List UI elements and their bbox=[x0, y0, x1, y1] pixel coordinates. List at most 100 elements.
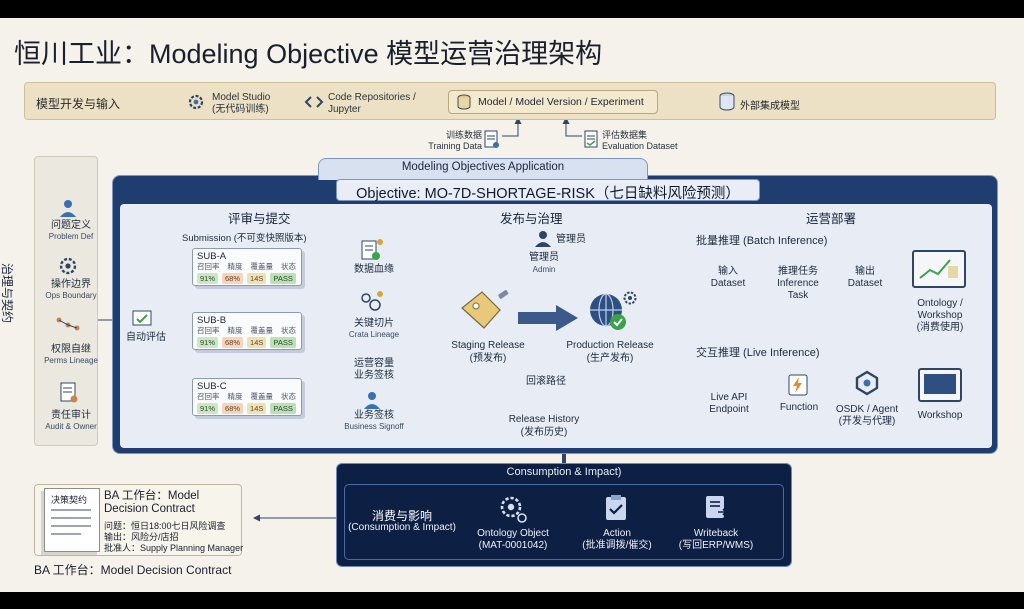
gear-small-icon bbox=[622, 290, 638, 306]
release-heading: 发布与治理 bbox=[500, 212, 563, 226]
settings-icon bbox=[58, 256, 78, 276]
status-badge: PASS bbox=[270, 337, 296, 348]
function-bolt-icon bbox=[788, 374, 808, 396]
col-count: 覆盖量 bbox=[250, 392, 274, 401]
precision-value: 68% bbox=[222, 403, 244, 414]
model-version-box[interactable] bbox=[448, 90, 658, 114]
submission-header: 召回率 精度 覆盖量 状态 bbox=[197, 391, 296, 402]
submission-card-b[interactable]: SUB-B 召回率 精度 覆盖量 状态 91% 68% 14S PASS bbox=[192, 312, 302, 350]
database-icon bbox=[456, 94, 472, 110]
consumption-writeback-sub: (写回ERP/WMS) bbox=[678, 540, 754, 551]
code-repos-label: Code Repositories / Jupyter bbox=[328, 92, 416, 116]
consumption-ontology-label: Ontology Object bbox=[477, 528, 549, 539]
production-cn-label: (生产发布) bbox=[586, 353, 634, 364]
ba-bottom-label: BA 工作台：Model Decision Contract bbox=[34, 563, 232, 577]
history-label: Release History bbox=[508, 414, 580, 425]
precision-value: 68% bbox=[222, 337, 244, 348]
batch-output-label: 输出 bbox=[855, 266, 875, 277]
model-version-label: Model / Model Version / Experiment bbox=[478, 96, 644, 108]
precision-value: 68% bbox=[222, 273, 244, 284]
training-data-en: Training Data bbox=[428, 141, 482, 151]
live-api: Live API Endpoint bbox=[700, 392, 758, 416]
review-heading: 评审与提交 bbox=[228, 212, 291, 226]
submission-card-a[interactable]: SUB-A 召回率 精度 覆盖量 状态 91% 68% 14S PASS bbox=[192, 248, 302, 286]
external-model-label: 外部集成模型 bbox=[740, 101, 800, 112]
staging-cn-label: (预发布) bbox=[469, 353, 507, 364]
side-item-ops-sub: Ops Boundary bbox=[45, 291, 97, 300]
ba-approver: 批准人：Supply Planning Manager bbox=[104, 543, 244, 553]
submission-name: SUB-B bbox=[197, 315, 227, 326]
admin-label: 管理员 bbox=[556, 234, 586, 245]
history-cn-label: (发布历史) bbox=[520, 427, 568, 438]
count-value: 14S bbox=[247, 403, 267, 414]
ontology-cn-label: (消费使用) bbox=[916, 322, 964, 333]
batch-task-en: Inference bbox=[777, 278, 819, 289]
col-recall: 召回率 bbox=[197, 262, 220, 271]
ontology-label: Ontology / bbox=[917, 298, 963, 309]
consumption-title: 消费与影响 (Consumption & Impact) bbox=[346, 510, 458, 534]
consumption-action: Action (批准调拨/催交) bbox=[576, 528, 658, 552]
auto-eval-label: 自动评估 bbox=[126, 332, 166, 343]
col-status: 状态 bbox=[281, 392, 296, 401]
globe-icon bbox=[586, 290, 630, 334]
admin-cn-label: 管理员 bbox=[529, 252, 559, 263]
consumption-writeback: Writeback (写回ERP/WMS) bbox=[674, 528, 758, 552]
external-model-icon bbox=[718, 92, 736, 112]
side-item-ops: 操作边界 Ops Boundary bbox=[36, 279, 106, 301]
side-item-problem-label: 问题定义 bbox=[51, 220, 91, 231]
status-badge: PASS bbox=[270, 403, 296, 414]
ba-output: 输出：风险分/店招 bbox=[104, 532, 179, 542]
col-status: 状态 bbox=[281, 262, 296, 271]
decision-contract-doc-label: 决策契约 bbox=[51, 495, 88, 505]
ba-title-line1: BA 工作台：Model bbox=[104, 490, 200, 502]
side-item-perms-label: 权限自继 bbox=[51, 344, 91, 355]
osdk-agent: OSDK / Agent (开发与代理) bbox=[830, 404, 904, 428]
evaluation-title: 评估数据集 bbox=[602, 130, 648, 140]
objective-label: Objective: MO-7D-SHORTAGE-RISK（七日缺料风险预测） bbox=[356, 186, 740, 202]
ops-heading: 运营部署 bbox=[806, 212, 857, 226]
code-repos-title: Code Repositories / bbox=[328, 92, 416, 103]
side-item-ops-label: 操作边界 bbox=[51, 279, 91, 290]
ba-question: 问题：恒日18:00七日风险调查 bbox=[104, 521, 226, 531]
col-count: 覆盖量 bbox=[250, 326, 274, 335]
app-tab bbox=[318, 158, 648, 180]
lineage-doc-icon bbox=[360, 238, 384, 262]
gear-icon bbox=[186, 92, 206, 112]
check-capacity-sub: 业务签核 bbox=[354, 370, 394, 381]
dashboard-icon bbox=[912, 250, 966, 288]
batch-input: 输入 Dataset bbox=[702, 266, 754, 290]
signoff-user-icon bbox=[362, 390, 382, 410]
submission-name: SUB-A bbox=[197, 251, 227, 262]
osdk-cn-label: (开发与代理) bbox=[838, 416, 896, 427]
live-api-label-2: Endpoint bbox=[709, 404, 749, 415]
code-icon bbox=[304, 92, 324, 112]
model-development-label: 模型开发与输入 bbox=[36, 97, 121, 111]
submission-card-c[interactable]: SUB-C 召回率 精度 覆盖量 状态 91% 68% 14S PASS bbox=[192, 378, 302, 416]
check-capacity-label: 运营容量 bbox=[354, 358, 394, 369]
check-signoff-sub: Business Signoff bbox=[344, 422, 404, 431]
col-recall: 召回率 bbox=[197, 392, 220, 401]
submission-header: 召回率 精度 覆盖量 状态 bbox=[197, 261, 296, 272]
promote-arrow-icon bbox=[516, 304, 580, 332]
model-studio-sub: (无代码训练) bbox=[212, 104, 269, 115]
col-recall: 召回率 bbox=[197, 326, 220, 335]
rollback-label: 回滚路径 bbox=[526, 376, 566, 387]
ba-title: BA 工作台：Model Decision Contract bbox=[104, 490, 199, 516]
batch-heading: 批量推理 (Batch Inference) bbox=[696, 235, 828, 247]
check-slices: 关键切片 Crata Lineage bbox=[344, 318, 404, 340]
document-icon bbox=[484, 130, 500, 150]
user-icon bbox=[58, 198, 78, 218]
ontology-workshop: Ontology / Workshop (消费使用) bbox=[902, 298, 978, 334]
check-slices-sub: Crata Lineage bbox=[348, 330, 400, 339]
side-item-perms-sub: Perms Lineage bbox=[44, 356, 98, 365]
ontology-label-2: Workshop bbox=[917, 310, 963, 321]
admin-icon bbox=[534, 230, 552, 248]
col-count: 覆盖量 bbox=[250, 262, 274, 271]
submission-label: Submission (不可变快照版本) bbox=[182, 233, 307, 244]
objective-bar[interactable] bbox=[336, 179, 760, 201]
recall-value: 91% bbox=[197, 273, 219, 284]
page-title: 恒川工业：Modeling Objective 模型运营治理架构 bbox=[14, 39, 603, 69]
slices-icon bbox=[360, 290, 384, 314]
consumption-writeback-label: Writeback bbox=[693, 528, 739, 539]
lineage-icon bbox=[56, 316, 80, 332]
